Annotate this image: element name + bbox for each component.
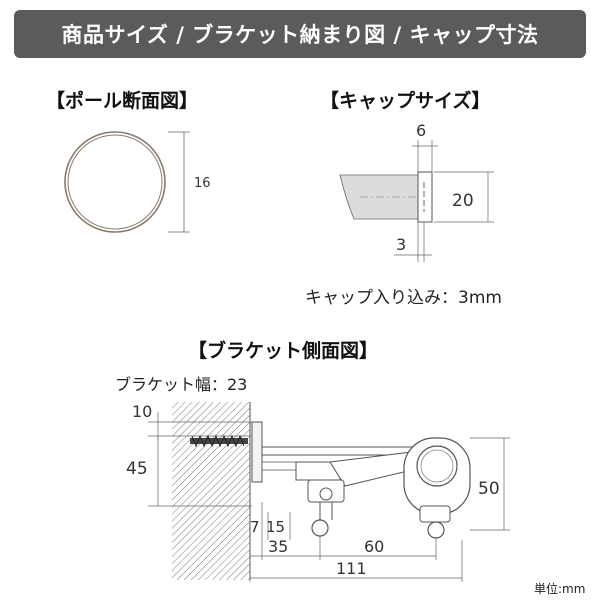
wall-hatch [172, 402, 250, 580]
pole-diameter-label: 16 [194, 176, 211, 191]
dim-screw-height: 45 [126, 459, 148, 479]
dim-total-depth: 111 [336, 559, 367, 578]
cap-insert-label: 3 [396, 235, 406, 254]
bracket-drawing: 10 45 50 7 15 35 60 111 [126, 402, 510, 582]
runner-right [419, 505, 451, 523]
cap-width-label: 6 [416, 121, 426, 140]
bracket-side-title: 【ブラケット側面図】 [188, 340, 379, 362]
dim-depth-35: 35 [268, 537, 288, 556]
cap-body [417, 171, 433, 223]
dim-total-height: 50 [478, 479, 500, 499]
pole-section-drawing: 16 [64, 131, 211, 233]
pole-end-circle [416, 445, 458, 487]
dim-offset-15: 15 [266, 518, 285, 536]
cap-drawing: 6 20 3 [339, 121, 494, 262]
header-title: 商品サイズ / ブラケット納まり図 / キャップ寸法 [61, 23, 539, 47]
dim-depth-60: 60 [364, 537, 384, 556]
dim-top-gap: 10 [132, 402, 152, 421]
pole-inner-circle [67, 134, 163, 230]
bracket-width-label: ブラケット幅：23 [115, 375, 248, 394]
dim-offset-7: 7 [250, 518, 260, 536]
cap-insert-note: キャップ入り込み：3mm [305, 288, 502, 308]
wall-plate [251, 421, 263, 483]
cap-height-label: 20 [452, 191, 474, 211]
bracket-arm [261, 446, 413, 456]
cap-size-title: 【キャップサイズ】 [320, 90, 491, 112]
hook-ring-left [311, 519, 329, 537]
pole-section-title: 【ポール断面図】 [46, 90, 199, 112]
hook-ring-right [427, 521, 445, 539]
header-bar: 商品サイズ / ブラケット納まり図 / キャップ寸法 [14, 10, 586, 58]
unit-label: 単位:mm [534, 582, 586, 596]
screw [190, 438, 248, 444]
pole-outer-circle [64, 131, 166, 233]
